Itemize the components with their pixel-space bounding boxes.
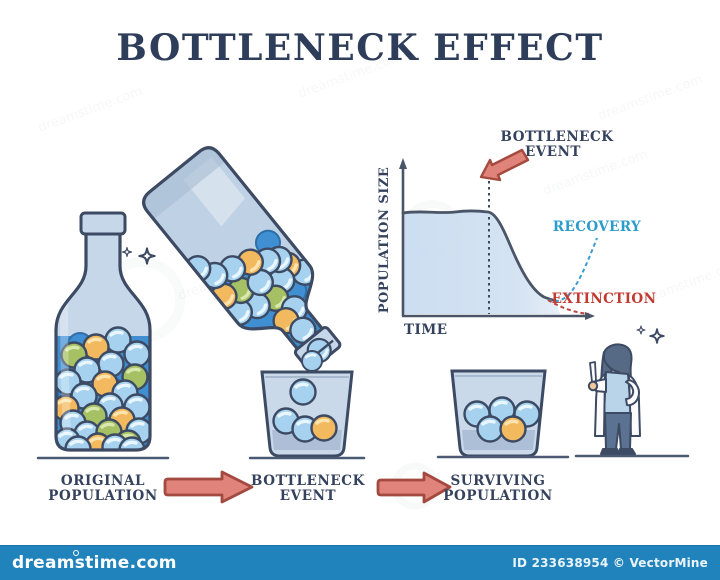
- shoe: [617, 448, 636, 455]
- stage-label-surviving-line1: SURVIVING: [450, 473, 545, 489]
- bottle-contents: [56, 325, 150, 450]
- raised-arm: [595, 378, 607, 393]
- trademark-ring-icon: [73, 550, 79, 556]
- stage-label-surviving-line2: POPULATION: [443, 488, 553, 504]
- shirt: [603, 371, 632, 414]
- event-arrow-icon: [479, 148, 530, 182]
- x-axis-arrowhead-icon: [585, 312, 595, 320]
- shoe: [600, 448, 619, 455]
- hand: [587, 380, 599, 392]
- recovery-label: RECOVERY: [553, 219, 641, 235]
- stage-label-original-line2: POPULATION: [48, 488, 158, 504]
- population-curve: [401, 209, 558, 303]
- bottle-outline: [54, 230, 152, 452]
- graph-event-label-line2: EVENT: [525, 144, 581, 160]
- falling-ball: [300, 349, 324, 373]
- pants: [604, 412, 632, 450]
- stage-label-bottleneck-line1: BOTTLENECK: [251, 473, 366, 489]
- extinction-curve: [547, 299, 590, 315]
- glass-highlight: [60, 246, 71, 434]
- page-title: BOTTLENECK EFFECT: [116, 27, 603, 69]
- sparkle-icon: [636, 325, 646, 335]
- sparkle-icon: [649, 328, 665, 344]
- pencil-icon: [589, 361, 597, 383]
- y-axis-arrowhead-icon: [399, 158, 407, 169]
- watermark-text: dreamstime.com: [596, 72, 704, 124]
- scientist-figure: [587, 343, 641, 455]
- image-credit: ID 233638954 © VectorMine: [512, 556, 708, 570]
- bottle-outline: [142, 146, 326, 352]
- dreamstime-logo: dreamstime.com: [12, 550, 177, 573]
- stage-arrow-icon: [376, 471, 452, 504]
- recovery-curve: [547, 237, 598, 303]
- stage-arrow-icon: [163, 470, 254, 504]
- bottle-contents: [143, 147, 326, 353]
- bottleneck-effect-illustration: dreamstime.com dreamstime.com dreamstime…: [36, 27, 704, 504]
- dreamstime-logo-text: dreamstime.com: [12, 553, 177, 573]
- arm-on-hip: [625, 379, 640, 407]
- pouring-bottle: [142, 146, 342, 372]
- surviving-glass: [450, 369, 547, 458]
- footer-bar: dreamstime.com ID 233638954 © VectorMine: [0, 545, 720, 580]
- stage-label-bottleneck-line2: EVENT: [280, 488, 336, 504]
- watermark-text: dreamstime.com: [36, 84, 144, 136]
- population-graph: POPULATION SIZE TIME BOTTLENECK EVENT RE…: [377, 129, 656, 338]
- extinction-label: EXTINCTION: [552, 291, 657, 307]
- bottle-cap: [79, 211, 127, 236]
- graph-event-label-line1: BOTTLENECK: [501, 129, 615, 145]
- bottleneck-glass: [260, 349, 354, 458]
- stage-label-original-line1: ORIGINAL: [61, 473, 145, 489]
- original-bottle: [54, 211, 152, 452]
- y-axis-label: POPULATION SIZE: [377, 167, 392, 314]
- curve-area-fill: [403, 210, 560, 314]
- x-axis-label: TIME: [404, 322, 448, 338]
- sparkle-icon: [121, 246, 133, 258]
- glass-outline: [260, 370, 354, 458]
